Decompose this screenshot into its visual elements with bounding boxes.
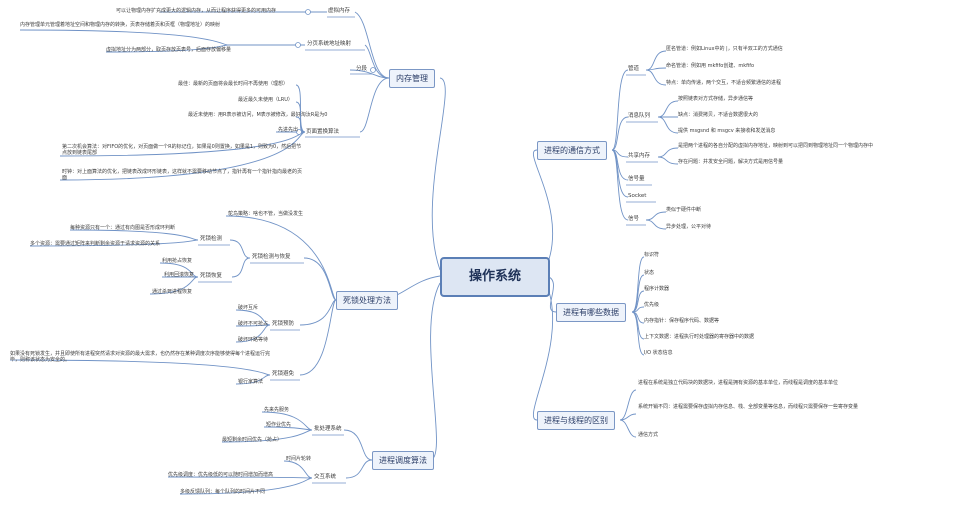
leaf-batch-fcfs: 先来先服务 <box>264 407 290 413</box>
topic-scheduling-label: 进程调度算法 <box>379 455 427 465</box>
leaf-pipe-named: 命名管道：例如用 mkfifo创建、mkfifo <box>666 63 755 69</box>
node-virtual-memory[interactable]: 虚拟内存 <box>328 8 351 15</box>
node-deadlock-prevent[interactable]: 死锁预防 <box>272 321 295 328</box>
leaf-pipe-trait: 特点：单向传递，两个交互，不适合频繁通信的进程 <box>666 80 782 86</box>
leaf-recover-rollback: 利用回滚恢复 <box>164 272 195 278</box>
node-deadlock-check[interactable]: 死锁检测 <box>200 236 223 243</box>
topic-process-data[interactable]: 进程有哪些数据 <box>556 303 626 322</box>
node-segment[interactable]: 分段 <box>356 66 368 73</box>
leaf-pcb-io: I/O 状态信息 <box>644 350 673 356</box>
leaf-replace-opt: 最佳：最新的页面将会最长时间不再使用（理想） <box>178 81 289 87</box>
topic-diff-label: 进程与线程的区别 <box>544 415 608 425</box>
leaf-pcb-priority: 优先级 <box>644 302 660 308</box>
leaf-diff-resource: 进程在系统是独立代码块的数据块，进程是拥有资源的基本单位，而线程是调度的基本单位 <box>638 380 839 386</box>
topic-ipc[interactable]: 进程的通信方式 <box>537 141 607 160</box>
topic-process-data-label: 进程有哪些数据 <box>563 307 619 317</box>
leaf-diff-overhead: 系统开销不同：进程需要保存虚拟内存信息、栈、全部变量等信息，而线程只需要保存一些… <box>638 404 859 410</box>
leaf-signal-interrupt: 类似于硬件中断 <box>666 207 702 213</box>
node-semaphore[interactable]: 信号量 <box>628 176 645 183</box>
leaf-shm-map: 是把两个进程的各自分配的虚拟内存地址，映射到可以把同到物理地址同一个物理内存中 <box>678 143 874 149</box>
leaf-interactive-mlfq: 多级反馈队列：每个队列的时间片不同 <box>180 489 266 495</box>
leaf-check-single: 每种资源只有一个：通过有向图是否形成环判断 <box>70 225 176 231</box>
node-deadlock-recover[interactable]: 死锁恢复 <box>200 273 223 280</box>
leaf-pcb-context: 上下文数据：进程执行时处理器的寄存器中的数据 <box>644 334 755 340</box>
leaf-replace-clock: 时钟：对上面算法的优化，把链表改成环形链表，这样就不需要移动节点了，指针再有一个… <box>62 169 303 181</box>
leaf-avoid-banker: 银行家算法 <box>238 379 264 385</box>
node-message-queue[interactable]: 消息队列 <box>628 113 651 120</box>
topic-process-thread-diff[interactable]: 进程与线程的区别 <box>537 411 615 430</box>
leaf-interactive-priority: 优先级调度：优先级低的可以随时间增加而增高 <box>168 472 274 478</box>
topic-deadlock-label: 死锁处理方法 <box>343 295 391 305</box>
leaf-prevent-mutex: 破坏互斥 <box>238 305 259 311</box>
leaf-mq-cons: 缺点：消费拷贝，不适合数据很大的 <box>678 112 759 118</box>
leaf-pipe-anon: 匿名管道：例如Linux中的 |，只有半双工的方式通信 <box>666 46 783 52</box>
leaf-diff-comm: 通信方式 <box>638 432 659 438</box>
leaf-recover-kill: 通过杀死进程恢复 <box>152 289 193 295</box>
node-socket[interactable]: Socket <box>628 193 647 200</box>
leaf-avoid-safe-state: 如果没有死锁发生，并且即使所有进程突然请求对资源的最大需求，也仍然存在某种调度次… <box>10 351 271 363</box>
leaf-mq-linked: 按照链表对方式存储，异步通信等 <box>678 96 754 102</box>
leaf-replace-fifo: 先进先出 <box>278 127 299 133</box>
leaf-shm-issue: 存在问题：并发安全问题，解决方式是用信号量 <box>678 159 784 165</box>
topic-scheduling[interactable]: 进程调度算法 <box>372 451 434 470</box>
leaf-pcb-memptr: 内存指针：保存程序代码、数据等 <box>644 318 720 324</box>
leaf-pcb-state: 状态 <box>644 270 655 276</box>
topic-ipc-label: 进程的通信方式 <box>544 145 600 155</box>
leaf-ostrich: 鸵鸟策略：啥也不管，当做没发生 <box>228 211 304 217</box>
leaf-paging-1: 内存管理单元管理着地址空间和物理内存的转换，页表存储着页和页框（物理地址）的映射 <box>20 22 221 28</box>
leaf-check-multi: 多个资源：需要通过矩阵来判断剩余资源于请求资源的关系 <box>30 241 161 247</box>
node-pipe[interactable]: 管道 <box>628 66 640 73</box>
leaf-virtual-memory: 可以让物理内存扩充成更大的逻辑内存，从而让程序获得更多的可用内存 <box>116 8 277 14</box>
leaf-prevent-preempt: 破坏不可抢占 <box>238 321 269 327</box>
leaf-replace-second-chance: 第二次机会算法：对FIFO的优化，对页面做一个R的标记位，如果是0则置换，如果是… <box>62 144 302 156</box>
leaf-replace-lru: 最近最久未使用（LRU） <box>238 97 293 103</box>
leaf-mq-api: 提供 msgsnd 和 msgcv 来接收和发送消息 <box>678 128 776 134</box>
root-label: 操作系统 <box>468 268 521 284</box>
leaf-interactive-rr: 时间片轮转 <box>286 456 312 462</box>
topic-memory-label: 内存管理 <box>396 73 428 83</box>
node-shared-memory[interactable]: 共享内存 <box>628 153 651 160</box>
topic-deadlock[interactable]: 死锁处理方法 <box>336 291 398 310</box>
node-deadlock-avoid[interactable]: 死锁避免 <box>272 371 295 378</box>
leaf-recover-preempt: 利用抢占恢复 <box>162 258 193 264</box>
root-topic[interactable]: 操作系统 <box>440 257 550 297</box>
node-page-replacement[interactable]: 页面置换算法 <box>306 129 340 136</box>
node-interactive-system[interactable]: 交互系统 <box>314 474 337 481</box>
leaf-batch-sjf: 短作业优先 <box>266 422 292 428</box>
leaf-paging-2: 虚拟地址分为两部分，取页存放页表号，后面存放偏移量 <box>106 47 232 53</box>
leaf-prevent-cycle: 破坏环路等待 <box>238 337 269 343</box>
leaf-replace-nru: 最近未使用：用R表示被访问，M表示被修改，最好淘汰R是为0 <box>188 112 328 118</box>
node-deadlock-detect-recover[interactable]: 死锁检测与恢复 <box>252 254 291 261</box>
node-batch-system[interactable]: 批处理系统 <box>314 426 342 433</box>
leaf-pcb-pc: 程序计数器 <box>644 286 670 292</box>
leaf-pcb-id: 标识符 <box>644 252 660 258</box>
node-paging-mapping[interactable]: 分页系统地址映射 <box>307 41 352 48</box>
leaf-signal-async: 异步处理，公平对待 <box>666 224 712 230</box>
node-signal[interactable]: 信号 <box>628 216 640 223</box>
leaf-batch-srtn: 最短剩余时间优先（抢占） <box>222 437 283 443</box>
topic-memory[interactable]: 内存管理 <box>389 69 435 88</box>
